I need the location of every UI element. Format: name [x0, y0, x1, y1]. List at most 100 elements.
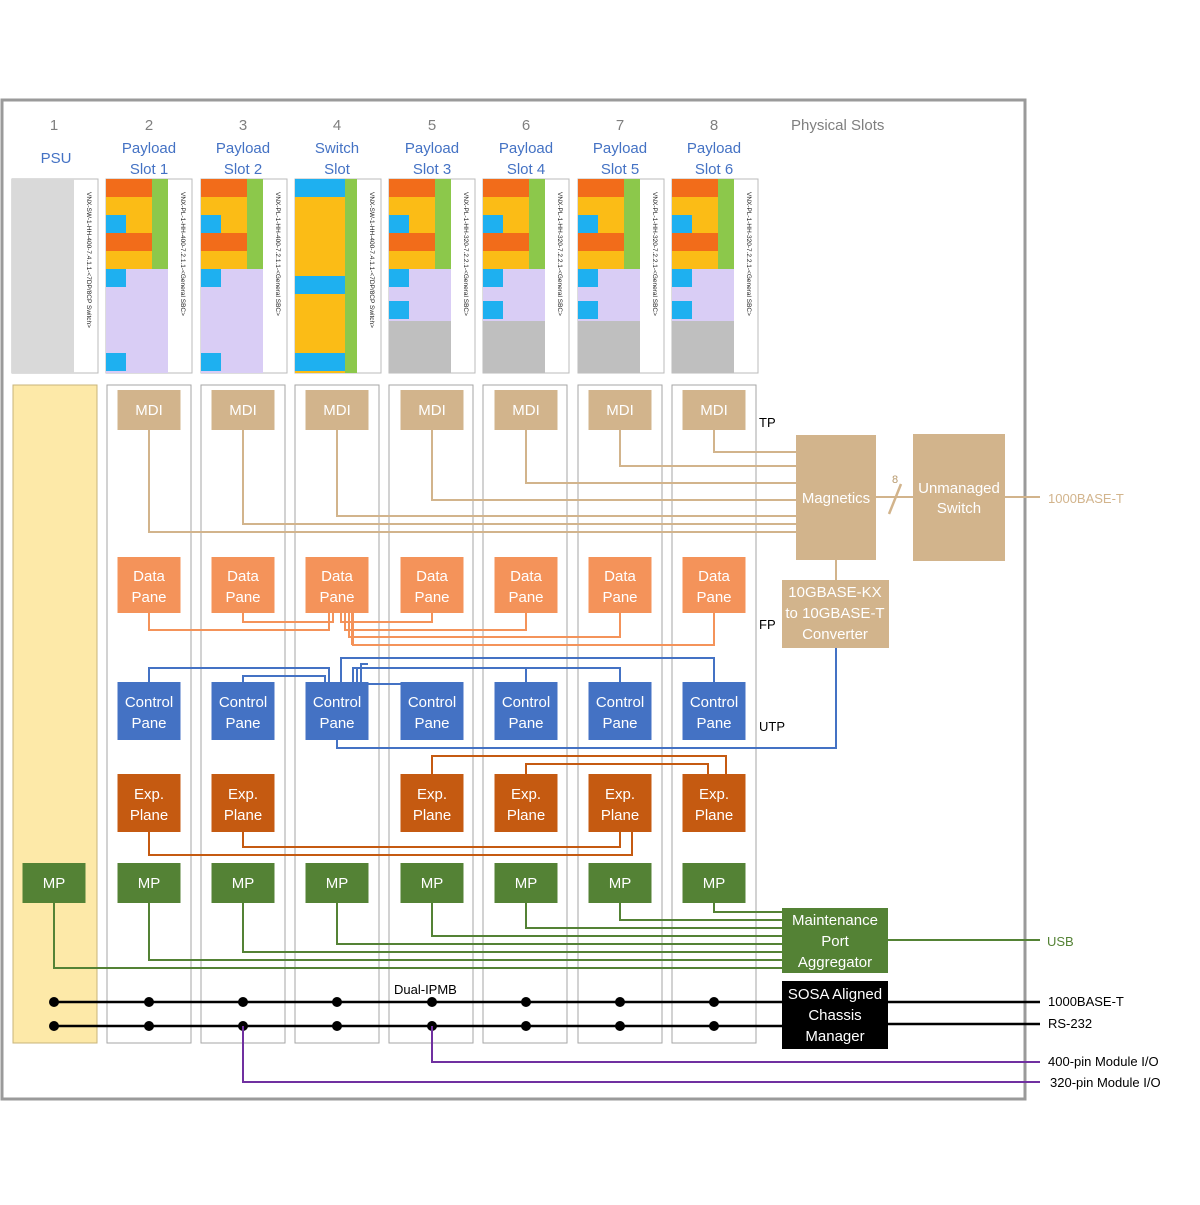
card-profile-slot-1: VNX-SW-1-HH-400-7.4.1.1-<7DP/8CP Switch>: [11, 178, 99, 374]
mp-block-7: MP: [588, 863, 652, 903]
card-profile-label-6: VNX-PL-1-HH-320-7.2.2.1-<General SBC>: [556, 192, 563, 316]
mp-block-4-label: MP: [326, 875, 349, 892]
link-count-slash: [887, 483, 903, 515]
mp-trace-2: [148, 903, 782, 961]
control-pane-block-7-label-1: Control: [596, 694, 644, 711]
control-pane-block-8-label-2: Pane: [696, 715, 731, 732]
ipmb-node-b-2: [144, 1021, 154, 1031]
exp-plane-block-6: Exp.Plane: [494, 774, 558, 832]
slot-number-6: 6: [522, 117, 530, 134]
slot-name-8-line2: Slot 6: [695, 161, 733, 178]
exp-plane-block-7-label-1: Exp.: [605, 786, 635, 803]
mp-trace-8: [713, 903, 782, 913]
mp-block-1-label: MP: [43, 875, 66, 892]
exp-plane-block-2-label-1: Exp.: [134, 786, 164, 803]
slot-name-4-line2: Slot: [324, 161, 351, 178]
slot-name-7-line2: Slot 5: [601, 161, 639, 178]
mdi-block-3: MDI: [211, 390, 275, 430]
card-profile-label-4: VNX-SW-1-HH-400-7.4.1.1-<7DP/8CP Switch>: [368, 192, 375, 328]
exp-plane-block-6-label-2: Plane: [507, 807, 545, 824]
data-pane-block-7-label-1: Data: [604, 568, 636, 585]
control-pane-block-6-label-2: Pane: [508, 715, 543, 732]
chassis-frame: [0, 98, 1027, 1101]
usb-label: USB: [1047, 934, 1074, 949]
data-trace-4: [344, 613, 527, 631]
exp-trace-b: [242, 832, 621, 848]
ipmb-node-a-8: [709, 997, 719, 1007]
exp-plane-block-8: Exp.Plane: [682, 774, 746, 832]
ipmb-node-a-2: [144, 997, 154, 1007]
exp-plane-block-3: Exp.Plane: [211, 774, 275, 832]
data-pane-block-6-label-1: Data: [510, 568, 542, 585]
data-pane-block-4-label-2: Pane: [319, 589, 354, 606]
exp-plane-block-2: Exp.Plane: [117, 774, 181, 832]
physical-slots-label: Physical Slots: [791, 117, 884, 134]
mdi-block-2: MDI: [117, 390, 181, 430]
chassis-manager-block: SOSA Aligned Chassis Manager: [782, 981, 888, 1049]
serial-label: RS-232: [1048, 1016, 1092, 1031]
exp-trace-c: [431, 755, 727, 774]
chassis-manager-label-3: Manager: [805, 1028, 864, 1045]
ipmb-node-a-4: [332, 997, 342, 1007]
slot-name-8-line1: Payload: [687, 140, 741, 157]
slot-number-1: 1: [50, 117, 58, 134]
module-io-320-label: 320-pin Module I/O: [1050, 1075, 1161, 1090]
mdi-block-8-label: MDI: [700, 402, 728, 419]
card-profile-label-2: VNX-PL-1-HH-400-7.2.1.1-<General SBC>: [179, 192, 186, 316]
chassis-manager-label-2: Chassis: [808, 1007, 861, 1024]
ipmb-node-b-1: [49, 1021, 59, 1031]
control-pane-block-4-label-2: Pane: [319, 715, 354, 732]
mp-block-1: MP: [22, 863, 86, 903]
exp-plane-block-8-label-1: Exp.: [699, 786, 729, 803]
data-pane-block-2-label-2: Pane: [131, 589, 166, 606]
control-pane-block-5-label-1: Control: [408, 694, 456, 711]
mdi-trace-1: [148, 430, 796, 533]
mp-trace-6: [525, 903, 782, 929]
slot-number-8: 8: [710, 117, 718, 134]
control-pane-block-2-label-1: Control: [125, 694, 173, 711]
mp-block-5-label: MP: [421, 875, 444, 892]
mdi-block-6: MDI: [494, 390, 558, 430]
exp-trace-a: [148, 832, 633, 856]
ipmb-node-b-6: [521, 1021, 531, 1031]
mdi-block-4-label: MDI: [323, 402, 351, 419]
card-profile-slot-7: VNX-PL-1-HH-320-7.2.2.1-<General SBC>: [577, 178, 665, 374]
utp-label: UTP: [759, 719, 785, 734]
fp-label: FP: [759, 617, 776, 632]
module-io-320-line: [242, 1026, 1040, 1083]
ipmb-node-a-1: [49, 997, 59, 1007]
mp-block-4: MP: [305, 863, 369, 903]
slot-number-7: 7: [616, 117, 624, 134]
card-profile-label-3: VNX-PL-1-HH-400-7.2.1.1-<General SBC>: [274, 192, 281, 316]
card-profile-label-7: VNX-PL-1-HH-320-7.2.2.1-<General SBC>: [651, 192, 658, 316]
card-profile-slot-8: VNX-PL-1-HH-320-7.2.2.1-<General SBC>: [671, 178, 759, 374]
card-profile-slot-4: VNX-SW-1-HH-400-7.4.1.1-<7DP/8CP Switch>: [294, 178, 382, 374]
control-trace-1: [148, 667, 330, 682]
mdi-trace-5: [525, 430, 796, 484]
card-profile-slot-3: VNX-PL-1-HH-400-7.2.1.1-<General SBC>: [200, 178, 288, 374]
mdi-block-5-label: MDI: [418, 402, 446, 419]
mdi-block-2-label: MDI: [135, 402, 163, 419]
ethernet-top-label: 1000BASE-T: [1048, 491, 1124, 506]
converter-label-1: 10GBASE-KX: [788, 584, 881, 601]
data-pane-block-6-label-2: Pane: [508, 589, 543, 606]
slot-name-1: PSU: [41, 150, 72, 167]
mdi-trace-2: [242, 430, 796, 525]
slot-number-3: 3: [239, 117, 247, 134]
mdi-block-7: MDI: [588, 390, 652, 430]
control-trace-5: [356, 667, 621, 682]
link-count: 8: [892, 474, 898, 486]
card-profile-label-1: VNX-SW-1-HH-400-7.4.1.1-<7DP/8CP Switch>: [85, 192, 92, 328]
